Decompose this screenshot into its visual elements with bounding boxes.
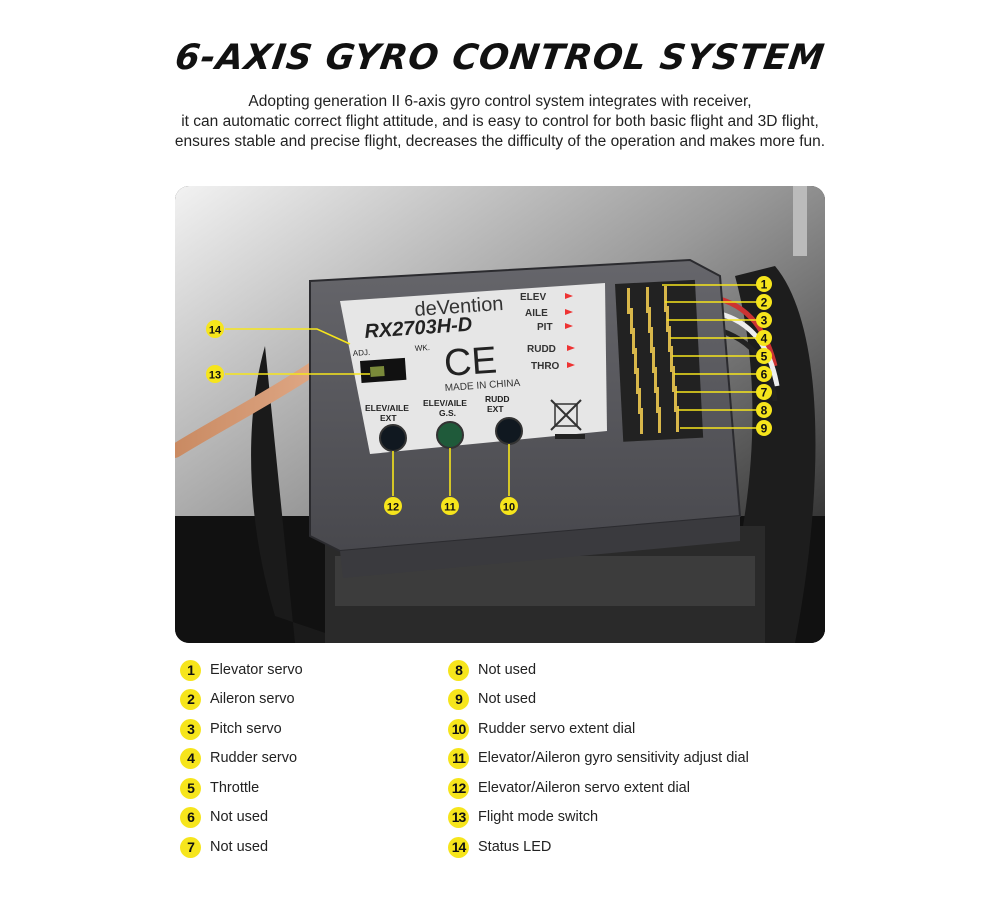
dial-label: G.S.: [439, 408, 456, 418]
description-line: Adopting generation II 6-axis gyro contr…: [248, 93, 752, 110]
receiver-case-bottom: [340, 516, 740, 578]
legend-number: 4: [180, 747, 201, 769]
legend-number: 7: [180, 836, 201, 858]
dial-label: ELEV/AILE: [365, 403, 409, 413]
arrow-icon: [565, 293, 573, 299]
description-line: ensures stable and precise flight, decre…: [174, 133, 826, 150]
legend-label: Elevator/Aileron gyro sensitivity adjust…: [478, 750, 749, 766]
switch-label: ADJ.: [353, 348, 371, 358]
ce-mark: CE: [443, 339, 499, 385]
gyro-sensitivity-dial[interactable]: [436, 421, 464, 449]
elevator-aileron-extent-dial[interactable]: [379, 424, 407, 452]
legend-number: 14: [448, 836, 469, 858]
svg-text:8: 8: [761, 404, 768, 418]
legend-item: 8 Not used: [448, 658, 536, 682]
legend-item: 1 Elevator servo: [180, 658, 303, 682]
svg-text:12: 12: [387, 502, 399, 514]
receiver-label: [340, 283, 607, 454]
svg-text:14: 14: [209, 325, 222, 337]
legend-item: 9 Not used: [448, 687, 536, 711]
legend-label: Rudder servo extent dial: [478, 721, 636, 737]
legend-number: 5: [180, 777, 201, 799]
description: Adopting generation II 6-axis gyro contr…: [0, 92, 1000, 152]
svg-text:4: 4: [761, 332, 768, 346]
legend-number: 8: [448, 659, 469, 681]
arrow-icon: [567, 362, 575, 368]
legend-number: 2: [180, 688, 201, 710]
dial-label: RUDD: [485, 394, 510, 404]
svg-text:2: 2: [761, 296, 768, 310]
legend-label: Elevator/Aileron servo extent dial: [478, 780, 690, 796]
legend-label: Flight mode switch: [478, 809, 599, 825]
legend-item: 10 Rudder servo extent dial: [448, 717, 635, 741]
legend-number: 9: [448, 688, 469, 710]
weee-icon: [550, 399, 585, 439]
channel-label: THRO: [531, 361, 560, 372]
channel-label: ELEV: [520, 292, 546, 303]
dial-label: EXT: [487, 404, 504, 414]
legend-item: 2 Aileron servo: [180, 687, 295, 711]
header-pins: [627, 286, 679, 434]
svg-text:9: 9: [761, 422, 768, 436]
legend-label: Not used: [210, 839, 269, 855]
arrow-icon: [565, 309, 573, 315]
channel-label: RUDD: [527, 344, 556, 355]
legend-label: Not used: [478, 691, 537, 707]
legend-item: 13 Flight mode switch: [448, 805, 598, 829]
dial-label: EXT: [380, 413, 397, 423]
svg-text:11: 11: [444, 502, 456, 514]
callout-lines: [225, 284, 757, 496]
legend-number: 3: [180, 718, 201, 740]
legend-item: 3 Pitch servo: [180, 717, 282, 741]
made-in-text: MADE IN CHINA: [444, 378, 520, 394]
legend-label: Not used: [210, 809, 269, 825]
legend-number: 13: [448, 806, 469, 828]
rod: [793, 186, 807, 256]
legend-number: 12: [448, 777, 469, 799]
arrow-icon: [565, 323, 573, 329]
svg-text:13: 13: [209, 370, 221, 382]
legend-label: Throttle: [210, 780, 260, 796]
description-line: it can automatic correct flight attitude…: [181, 113, 819, 130]
receiver-photo: deVention RX2703H-D ADJ. WK. CE MADE IN …: [175, 186, 825, 643]
svg-text:6: 6: [761, 368, 768, 382]
legend-label: Pitch servo: [210, 721, 282, 737]
arrow-icon: [567, 345, 575, 351]
legend-item: 6 Not used: [180, 805, 268, 829]
legend-item: 14 Status LED: [448, 835, 551, 859]
legend-item: 4 Rudder servo: [180, 746, 297, 770]
receiver-illustration: deVention RX2703H-D ADJ. WK. CE MADE IN …: [175, 186, 825, 643]
dial-label: ELEV/AILE: [423, 398, 467, 408]
legend-label: Rudder servo: [210, 750, 298, 766]
legend-label: Status LED: [478, 839, 552, 855]
svg-text:1: 1: [761, 278, 768, 292]
legend-number: 10: [448, 718, 469, 740]
channel-label: PIT: [537, 322, 553, 333]
rudder-extent-dial[interactable]: [495, 417, 523, 445]
page-title: 6-AXIS GYRO CONTROL SYSTEM: [172, 38, 828, 78]
legend-label: Elevator servo: [210, 662, 303, 678]
svg-text:3: 3: [761, 314, 768, 328]
legend-number: 11: [448, 747, 469, 769]
svg-text:10: 10: [503, 502, 515, 514]
svg-text:7: 7: [761, 386, 768, 400]
legend-number: 1: [180, 659, 201, 681]
frame-left: [251, 346, 355, 643]
status-led: [370, 366, 385, 377]
switch-label-right: WK.: [415, 343, 431, 353]
channel-label: AILE: [525, 308, 548, 319]
legend-number: 6: [180, 806, 201, 828]
legend-item: 5 Throttle: [180, 776, 259, 800]
callout-badges: 1 2 3 4 5 6 7 8 9 10 11 12 13 14: [206, 276, 772, 515]
svg-text:5: 5: [761, 350, 768, 364]
legend-label: Not used: [478, 662, 537, 678]
legend-item: 7 Not used: [180, 835, 268, 859]
legend-item: 11 Elevator/Aileron gyro sensitivity adj…: [448, 746, 749, 770]
legend-label: Aileron servo: [210, 691, 295, 707]
legend-item: 12 Elevator/Aileron servo extent dial: [448, 776, 690, 800]
